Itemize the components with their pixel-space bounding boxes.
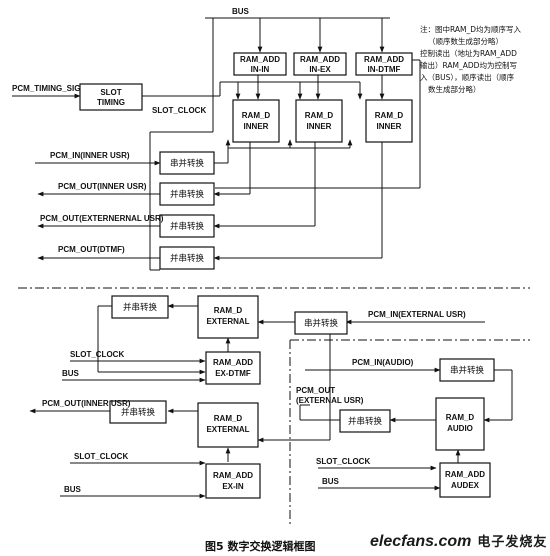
svg-text:输出）RAM_ADD均为控制写: 输出）RAM_ADD均为控制写 xyxy=(420,60,517,70)
ram-d-inner-block-2: RAM_D INNER xyxy=(295,99,343,143)
parallel-serial-converter-5: 并串转换 xyxy=(109,400,167,424)
svg-text:并串转换: 并串转换 xyxy=(121,407,156,418)
ram-d-external-block-1: RAM_D EXTERNAL xyxy=(197,295,259,339)
svg-text:EXTERNAL: EXTERNAL xyxy=(206,425,249,434)
watermark-cn: 电子发烧友 xyxy=(477,535,548,550)
bus-audio-label: BUS xyxy=(322,477,340,486)
slot-timing-block: SLOT TIMING xyxy=(79,83,143,111)
ram-d-inner-block-3: RAM_D INNER xyxy=(365,99,413,143)
ram-d-external-block-2: RAM_D EXTERNAL xyxy=(197,402,259,448)
svg-text:RAM_D: RAM_D xyxy=(446,413,475,422)
svg-text:RAM_D: RAM_D xyxy=(214,306,243,315)
svg-text:串并转换: 串并转换 xyxy=(170,158,205,169)
bus-low-label: BUS xyxy=(64,485,82,494)
svg-text:EX-IN: EX-IN xyxy=(222,482,244,491)
parallel-serial-converter-4: 并串转换 xyxy=(111,295,169,319)
svg-text:控制读出（地址为RAM_ADD: 控制读出（地址为RAM_ADD xyxy=(420,48,517,58)
svg-text:RAM_D: RAM_D xyxy=(375,111,404,120)
svg-text:并串转换: 并串转换 xyxy=(170,253,205,264)
slot-clock-low-label: SLOT_CLOCK xyxy=(74,452,128,461)
ram-add-audex-block: RAM_ADD AUDEX xyxy=(439,462,491,498)
slot-clock-top-label: SLOT_CLOCK xyxy=(152,106,206,115)
serial-parallel-converter-2: 串并转换 xyxy=(294,311,348,335)
svg-text:串并转换: 串并转换 xyxy=(304,318,339,329)
ram-add-ex-dtmf-block: RAM_ADD EX-DTMF xyxy=(205,351,261,385)
ram-d-audio-block: RAM_D AUDIO xyxy=(435,397,485,451)
parallel-serial-converter-6: 并串转换 xyxy=(339,409,391,433)
svg-text:TIMING: TIMING xyxy=(97,98,125,107)
svg-text:RAM_ADD: RAM_ADD xyxy=(445,470,485,479)
slot-clock-mid-label: SLOT_CLOCK xyxy=(70,350,124,359)
svg-text:EXTERNAL: EXTERNAL xyxy=(206,317,249,326)
diagram-note: 注：图中RAM_D均为顺序写入 （顺序数生成部分略） 控制读出（地址为RAM_A… xyxy=(420,24,522,94)
svg-text:串并转换: 串并转换 xyxy=(450,365,485,376)
pcm-in-audio-label: PCM_IN(AUDIO) xyxy=(352,358,414,367)
svg-text:并串转换: 并串转换 xyxy=(170,221,205,232)
parallel-serial-converter-2: 并串转换 xyxy=(159,214,215,238)
svg-text:并串转换: 并串转换 xyxy=(348,416,383,427)
watermark-logo: elecfans.com 电子发烧友 xyxy=(370,531,547,551)
pcm-out-dtmf-label: PCM_OUT(DTMF) xyxy=(58,245,125,254)
svg-text:INNER: INNER xyxy=(244,122,269,131)
bus-mid-label: BUS xyxy=(62,369,80,378)
svg-text:AUDIO: AUDIO xyxy=(447,424,473,433)
svg-text:注：图中RAM_D均为顺序写入: 注：图中RAM_D均为顺序写入 xyxy=(420,24,522,34)
pcm-out-inner-2-label: PCM_OUT(INNER USR) xyxy=(42,399,131,408)
ram-add-in-in-block: RAM_ADD IN-IN xyxy=(233,52,287,76)
svg-text:数生成部分略）: 数生成部分略） xyxy=(428,84,481,94)
svg-text:IN-IN: IN-IN xyxy=(251,65,270,74)
svg-text:RAM_ADD: RAM_ADD xyxy=(240,55,280,64)
ram-add-in-ex-block: RAM_ADD IN-EX xyxy=(293,52,347,76)
svg-text:RAM_D: RAM_D xyxy=(242,111,271,120)
svg-text:INNER: INNER xyxy=(377,122,402,131)
svg-text:IN-EX: IN-EX xyxy=(309,65,331,74)
svg-text:RAM_ADD: RAM_ADD xyxy=(213,471,253,480)
svg-text:RAM_D: RAM_D xyxy=(214,414,243,423)
svg-text:RAM_ADD: RAM_ADD xyxy=(213,358,253,367)
pcm-out-inner-label: PCM_OUT(INNER USR) xyxy=(58,182,147,191)
parallel-serial-converter-3: 并串转换 xyxy=(159,246,215,270)
pcm-out-external-audio-label-2: (EXTERNAL USR) xyxy=(296,396,364,405)
svg-text:（顺序数生成部分略）: （顺序数生成部分略） xyxy=(428,36,503,46)
bus-top-label: BUS xyxy=(232,7,250,16)
ram-d-inner-block-1: RAM_D INNER xyxy=(232,99,280,143)
svg-text:AUDEX: AUDEX xyxy=(451,481,480,490)
pcm-in-external-label: PCM_IN(EXTERNAL USR) xyxy=(368,310,466,319)
svg-text:并串转换: 并串转换 xyxy=(170,189,205,200)
watermark-brand: elecfans.com xyxy=(370,533,472,550)
pcm-out-external-audio-label-1: PCM_OUT xyxy=(296,386,335,395)
svg-text:并串转换: 并串转换 xyxy=(123,302,158,313)
svg-text:RAM_ADD: RAM_ADD xyxy=(300,55,340,64)
svg-text:RAM_D: RAM_D xyxy=(305,111,334,120)
pcm-out-external-label: PCM_OUT(EXTERNERNAL USR) xyxy=(40,214,164,223)
serial-parallel-converter-1: 串并转换 xyxy=(159,151,215,175)
pcm-timing-sig-label: PCM_TIMING_SIG xyxy=(12,84,80,93)
pcm-in-inner-label: PCM_IN(INNER USR) xyxy=(50,151,130,160)
serial-parallel-converter-3: 串并转换 xyxy=(439,358,495,382)
slot-clock-audio-label: SLOT_CLOCK xyxy=(316,457,370,466)
figure-caption: 图5 数字交换逻辑框图 xyxy=(205,540,316,553)
ram-add-ex-in-block: RAM_ADD EX-IN xyxy=(205,463,261,499)
svg-text:EX-DTMF: EX-DTMF xyxy=(215,369,251,378)
ram-add-in-dtmf-block: RAM_ADD IN-DTMF xyxy=(355,52,413,76)
svg-text:入（BUS），顺序读出（顺序: 入（BUS），顺序读出（顺序 xyxy=(420,72,515,82)
parallel-serial-converter-1: 并串转换 xyxy=(159,182,215,206)
svg-text:INNER: INNER xyxy=(307,122,332,131)
svg-text:SLOT: SLOT xyxy=(100,88,121,97)
svg-text:RAM_ADD: RAM_ADD xyxy=(364,55,404,64)
svg-text:IN-DTMF: IN-DTMF xyxy=(368,65,401,74)
